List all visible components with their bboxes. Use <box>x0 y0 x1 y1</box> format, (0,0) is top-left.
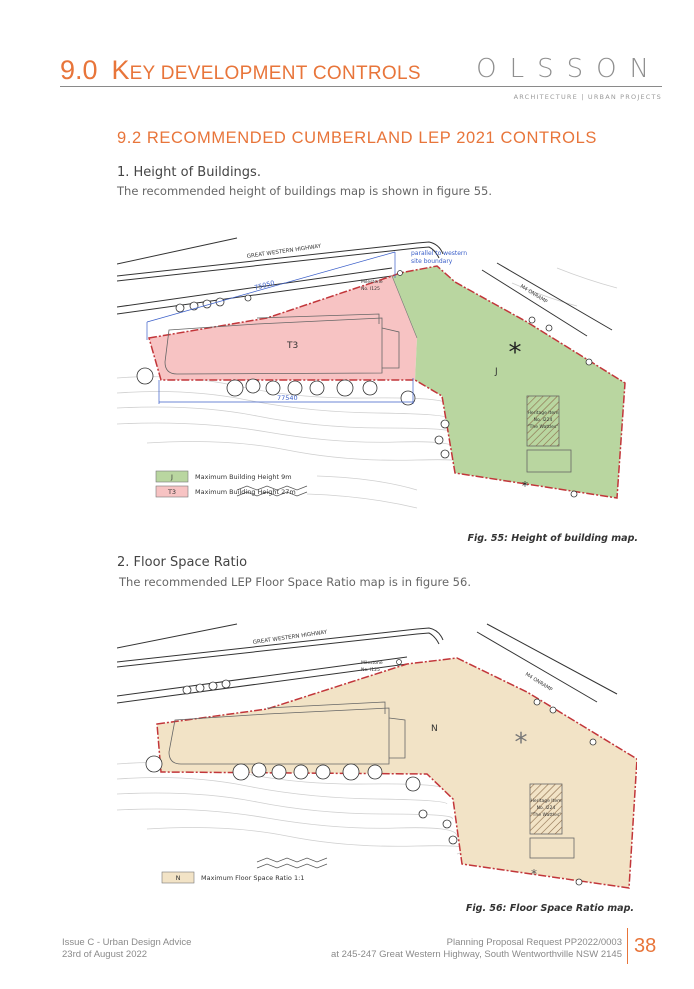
tree-symbols-2 <box>145 679 597 886</box>
header-rule <box>60 86 662 87</box>
olsson-logo: OLSSON <box>476 54 662 84</box>
heritage-label-2-3: "The Wattles" <box>531 812 562 818</box>
milestone-label-2: No. I125 <box>361 286 380 292</box>
section-title-rest: EY DEVELOPMENT CONTROLS <box>129 63 421 84</box>
milestone-label-2-2: No. I125 <box>361 667 380 673</box>
onramp-lines <box>481 262 613 337</box>
heritage-item-hatch <box>527 396 559 446</box>
zone-t3 <box>149 276 417 380</box>
legend-t3-label: Maximum Building Height 27m <box>195 488 296 496</box>
star-marker-icon-2: * <box>515 728 528 758</box>
floor-space-ratio-map: GREAT WESTERN HIGHWAY M4 ONRAMP Heritage… <box>117 623 637 889</box>
heritage-label-2: No. I224 <box>534 417 553 423</box>
road-label-2: GREAT WESTERN HIGHWAY <box>252 630 328 646</box>
legend-t3-swatch <box>155 485 189 498</box>
legend-n-swatch <box>161 871 195 884</box>
tree-symbols <box>136 294 593 498</box>
section-title: 9.0 KEY DEVELOPMENT CONTROLS <box>60 54 421 90</box>
fsr-text: The recommended LEP Floor Space Ratio ma… <box>119 575 471 589</box>
dimension-top: 75050 <box>253 279 275 292</box>
footer-address: at 245-247 Great Western Highway, South … <box>331 949 622 960</box>
section-title-initial: K <box>111 55 130 85</box>
dimension-bottom: 77540 <box>277 394 298 402</box>
onramp-label: M4 ONRAMP <box>519 284 548 305</box>
legend-j-code: J <box>170 473 173 481</box>
zone-n <box>157 658 637 888</box>
legend-t3-code: T3 <box>167 488 176 496</box>
figure-55-caption: Fig. 55: Height of building map. <box>467 533 638 544</box>
milestone-marker-2 <box>396 659 402 665</box>
heritage-label-2-1: Heritage Item <box>530 798 561 804</box>
height-text: The recommended height of buildings map … <box>117 184 492 198</box>
figure-56-caption: Fig. 56: Floor Space Ratio map. <box>465 903 634 914</box>
boundary-note-1: parallel to western <box>411 250 467 257</box>
fsr-heading: 2. Floor Space Ratio <box>117 555 248 570</box>
footer-date: 23rd of August 2022 <box>62 949 148 960</box>
footer-proposal: Planning Proposal Request PP2022/0003 <box>446 937 622 948</box>
heritage-label-1: Heritage Item <box>527 410 558 416</box>
heritage-item-hatch-2 <box>530 784 562 834</box>
section-number: 9.0 <box>60 55 98 85</box>
page-number: 38 <box>634 935 657 957</box>
small-star-icon-2: * <box>531 867 537 881</box>
heritage-label-3: "The Wattles" <box>528 424 559 430</box>
steps-graphic <box>236 485 308 497</box>
onramp-lines-2 <box>476 623 618 703</box>
small-star-icon: * <box>522 479 528 493</box>
heritage-label-2-2: No. I224 <box>537 805 556 811</box>
footer-issue: Issue C - Urban Design Advice <box>62 937 192 948</box>
subsection-title: 9.2 RECOMMENDED CUMBERLAND LEP 2021 CONT… <box>117 129 597 147</box>
contour-lines <box>117 267 618 509</box>
legend-n-label: Maximum Floor Space Ratio 1:1 <box>201 874 304 882</box>
star-marker-icon: * <box>509 338 522 368</box>
footer-left: Issue C - Urban Design Advice 23rd of Au… <box>62 937 191 961</box>
logo-tagline: ARCHITECTURE | URBAN PROJECTS <box>513 93 662 101</box>
legend-n-code: N <box>176 874 181 882</box>
zone-j <box>392 266 625 498</box>
site-boundary <box>148 265 626 499</box>
milestone-marker <box>397 270 403 276</box>
height-heading: 1. Height of Buildings. <box>117 165 261 180</box>
zone-j-label: J <box>494 367 498 377</box>
footer-rule <box>627 928 628 964</box>
contour-lines-2 <box>117 762 467 855</box>
height-of-buildings-map: GREAT WESTERN HIGHWAY M4 ONRAMP Heritage… <box>117 237 626 509</box>
footer-right: Planning Proposal Request PP2022/0003 at… <box>331 937 622 961</box>
highway-lines <box>117 237 444 315</box>
highway-lines-2 <box>117 623 444 704</box>
zone-t3-label: T3 <box>286 341 298 351</box>
dimension-lines <box>146 251 414 404</box>
zone-divider <box>391 275 418 339</box>
steps-graphic-2 <box>256 857 328 869</box>
legend-j-label: Maximum Building Height 9m <box>195 473 292 481</box>
zone-n-label: N <box>431 724 438 734</box>
milestone-label-2-1: Milestone <box>361 660 383 666</box>
boundary-note-2: site boundary <box>411 258 453 265</box>
legend-j-swatch <box>155 470 189 483</box>
site-boundary-2 <box>156 657 637 889</box>
milestone-label-1: Milestone <box>361 279 383 285</box>
onramp-label-2: M4 ONRAMP <box>524 672 553 693</box>
